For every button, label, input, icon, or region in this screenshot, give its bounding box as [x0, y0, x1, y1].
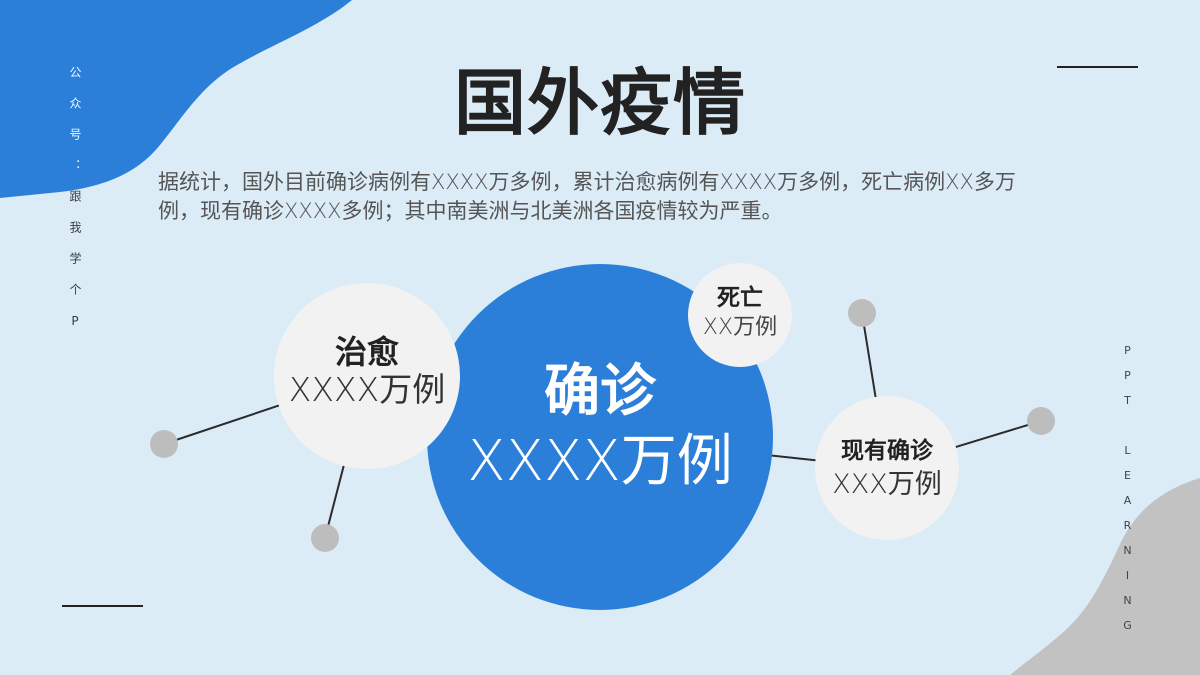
node-confirmed-label: 确诊 [544, 359, 656, 424]
bottom-left-rule [62, 605, 143, 607]
description-text: 据统计，国外目前确诊病例有XXXX万多例，累计治愈病例有XXXX万多例，死亡病例… [158, 170, 1016, 223]
connector-dot [311, 524, 339, 552]
connector-dot [1027, 407, 1055, 435]
node-deaths-label: 死亡 [717, 285, 763, 311]
node-active-value: XXX万例 [832, 469, 942, 500]
node-active: 现有确诊 XXX万例 [815, 396, 959, 540]
gray-corner-shape [1010, 478, 1200, 675]
top-right-rule [1057, 66, 1138, 68]
node-active-label: 现有确诊 [841, 438, 933, 464]
node-deaths: 死亡 XX万例 [688, 263, 792, 367]
node-confirmed-value: XXXX万例 [467, 429, 733, 494]
side-text-right: PPT LEARNING [1121, 344, 1134, 644]
blue-corner-shape [0, 0, 352, 198]
connector-dot [848, 299, 876, 327]
node-cured-value: XXXX万例 [288, 370, 446, 409]
connector-dot [150, 430, 178, 458]
side-text-left: 公众号：跟我学个P [68, 66, 82, 347]
node-deaths-value: XX万例 [702, 315, 778, 340]
node-cured-label: 治愈 [334, 333, 399, 371]
node-cured: 治愈 XXXX万例 [274, 283, 460, 469]
page-title: 国外疫情 [453, 61, 746, 145]
